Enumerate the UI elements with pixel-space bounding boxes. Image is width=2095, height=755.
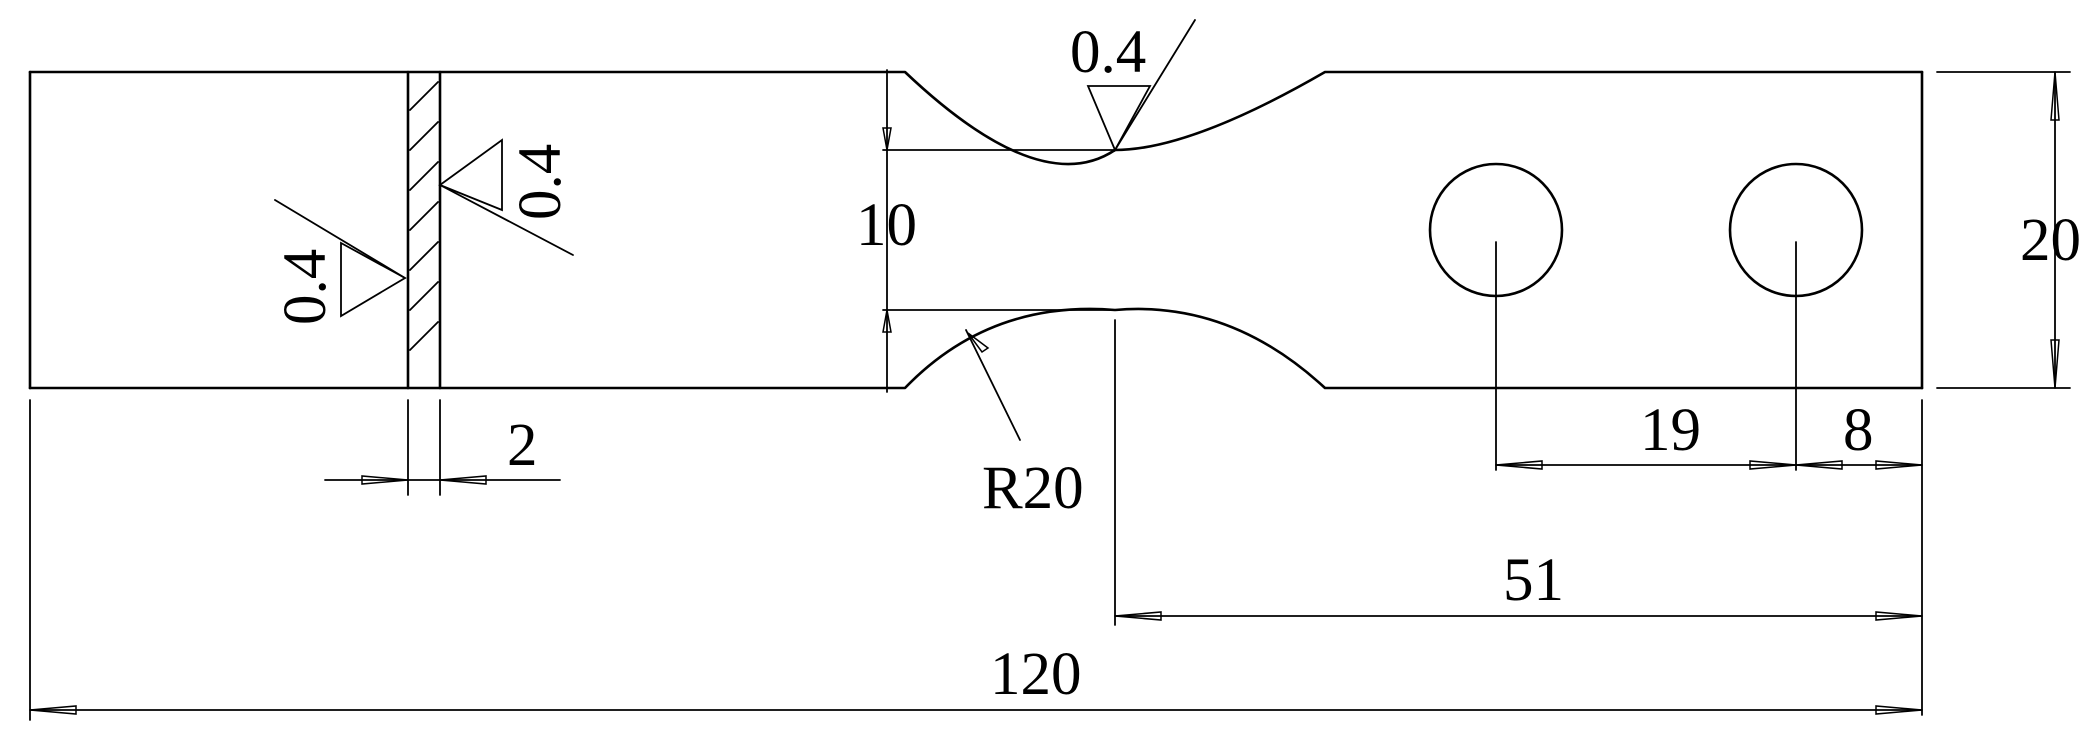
weld-hatching — [409, 81, 439, 351]
dim-weld-width: 2 — [324, 399, 561, 496]
weld-zone — [406, 70, 442, 390]
dim-radius-label: R20 — [982, 455, 1084, 522]
dim-total-width-label: 20 — [2020, 207, 2081, 274]
roughness-top-label: 0.4 — [1070, 19, 1146, 86]
roughness-symbol-weld-right: 0.4 — [438, 138, 574, 256]
dim-neck-width: 10 — [856, 69, 1116, 393]
dim-neck-to-end-label: 51 — [1503, 547, 1564, 614]
dim-weld-width-label: 2 — [507, 412, 538, 479]
dim-hole-edge-label: 8 — [1843, 397, 1874, 464]
dim-hole-spacing: 19 8 — [1495, 241, 1923, 716]
dim-neck-to-end: 51 — [1114, 319, 1923, 626]
roughness-weld-left-label: 0.4 — [272, 249, 339, 325]
roughness-symbol-weld-left: 0.4 — [272, 199, 407, 325]
dim-hole-spacing-label: 19 — [1640, 397, 1701, 464]
dim-radius: R20 — [965, 329, 1084, 522]
dim-total-length-label: 120 — [990, 641, 1082, 708]
holes — [1428, 162, 1864, 298]
dim-total-width: 20 — [1936, 71, 2081, 389]
roughness-weld-right-label: 0.4 — [507, 144, 574, 220]
dim-total-length: 120 — [29, 399, 1923, 721]
dim-neck-width-label: 10 — [856, 192, 917, 259]
specimen-outline — [28, 70, 1924, 390]
roughness-symbol-top: 0.4 — [1070, 19, 1196, 153]
